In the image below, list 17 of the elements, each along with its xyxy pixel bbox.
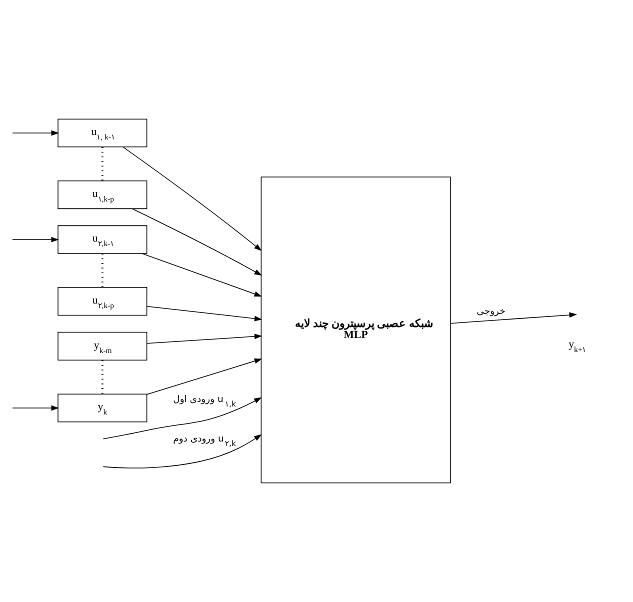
arrow: [12, 405, 59, 411]
arrow: [146, 358, 262, 395]
arrow: [146, 306, 262, 322]
arrow: [122, 146, 262, 252]
edge-label: خروجی: [476, 306, 506, 317]
arrow: [12, 130, 59, 136]
node-box: y$_{k}$: [58, 394, 148, 422]
edge-label: ورودی دوم u$_{۲,k}$: [173, 433, 236, 448]
arrow: [102, 397, 262, 440]
edge-label: ورودی اول u$_{۱,k}$: [173, 394, 236, 408]
arrow: [450, 312, 578, 324]
arrow: [142, 253, 262, 297]
node-box: y$_{k-m}$: [58, 332, 148, 360]
arrow: [102, 434, 262, 468]
arrow: [12, 236, 59, 242]
arrow: [132, 208, 262, 276]
arrow: [146, 334, 262, 344]
